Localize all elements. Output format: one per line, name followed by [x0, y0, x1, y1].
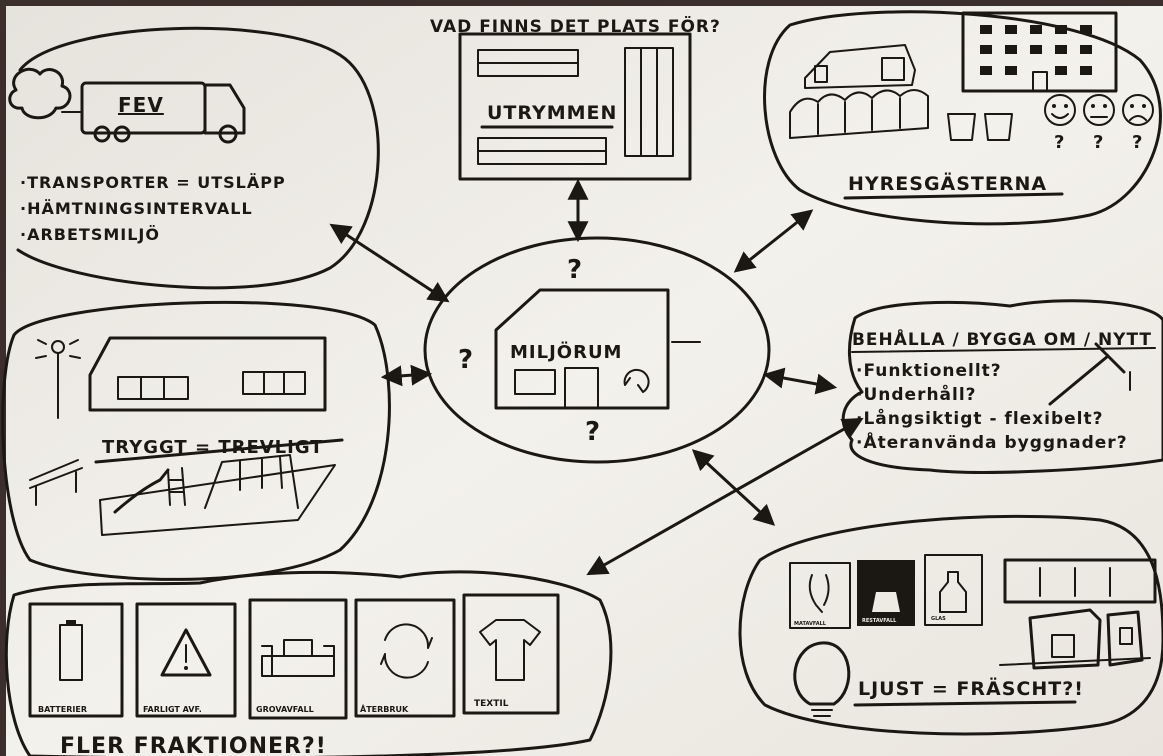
window-strip-icon — [1003, 558, 1157, 604]
arrow-center-keep — [762, 367, 838, 395]
waste-containers-icon — [789, 89, 929, 139]
exhaust-cloud-icon — [8, 67, 72, 120]
light-bulb-icon — [793, 641, 851, 717]
face-q-3: ? — [1132, 132, 1143, 153]
street-lamp-icon — [35, 339, 81, 419]
fev-item-2: ·HÄMTNINGSINTERVALL — [20, 199, 253, 218]
tenants-bubble: ? ? ? HYRESGÄSTERNA — [763, 10, 1162, 226]
fraction-bin-3: GROVAVFALL — [248, 598, 348, 720]
keep-build-item-3: ·Långsiktigt - flexibelt? — [856, 407, 1104, 429]
arrow-center-fev — [329, 223, 450, 303]
sad-face-icon — [1122, 94, 1154, 126]
recycle-icon — [623, 368, 650, 393]
fraction-bin-5: TEXTIL — [462, 593, 560, 715]
keep-build-item-1: ·Funktionellt? — [856, 361, 1002, 381]
fraction-bin-4: ÅTERBRUK — [354, 598, 456, 718]
center-bubble: ? ? ? MILJÖRUM — [423, 236, 771, 464]
tenants-label: HYRESGÄSTERNA — [848, 171, 1047, 195]
center-q-left: ? — [458, 345, 474, 375]
apartment-building-icon — [961, 11, 1118, 93]
light-bin-label-1: MATAVFALL — [794, 621, 827, 627]
bin-label-5: TEXTIL — [474, 699, 509, 709]
playground-swing-icon — [204, 454, 299, 509]
fraction-bin-1: BATTERIER — [28, 602, 124, 718]
center-label: MILJÖRUM — [510, 341, 622, 363]
bin-label-3: GROVAVFALL — [256, 705, 314, 714]
building-icon — [88, 336, 327, 412]
light-label: LJUST = FRÄSCHT?! — [858, 676, 1084, 700]
bin-label-1: BATTERIER — [38, 705, 87, 714]
fraction-bin-2: FARLIGT AVF. — [135, 602, 237, 718]
playground-ground — [99, 464, 336, 536]
center-q-top: ? — [567, 255, 583, 285]
light-bin-1: MATAVFALL — [789, 562, 851, 629]
keep-build-item-2: ·Underhåll? — [856, 383, 977, 405]
waste-room-building-icon — [494, 288, 670, 410]
truck-icon — [80, 81, 246, 144]
space-label: UTRYMMEN — [487, 102, 617, 124]
container-units-icon — [999, 608, 1151, 670]
fractions-cloud: BATTERIER FARLIGT AVF. GROVAVFALL ÅTERBR… — [4, 570, 613, 756]
truck-label: FEV — [118, 93, 164, 117]
light-bubble: MATAVFALL RESTAVFALL GLAS — [738, 514, 1163, 736]
connector-arrows — [329, 178, 864, 576]
neutral-face-icon — [1083, 94, 1115, 126]
arrow-center-tenants — [733, 209, 814, 273]
arrow-center-safety — [380, 364, 433, 387]
face-q-2: ? — [1093, 132, 1104, 153]
small-bins-icon — [947, 113, 1013, 141]
light-bin-label-2: RESTAVFALL — [862, 618, 897, 624]
fev-item-3: ·ARBETSMILJÖ — [20, 225, 160, 244]
happy-face-icon — [1044, 94, 1076, 126]
header-question: VAD FINNS DET PLATS FÖR? — [430, 15, 721, 37]
light-bin-label-3: GLAS — [931, 616, 946, 622]
arrow-keep-fractions — [586, 417, 864, 576]
playground-slide-icon — [113, 467, 186, 514]
bin-label-2: FARLIGT AVF. — [143, 705, 202, 714]
waste-shed-icon — [804, 44, 916, 89]
bench-icon — [29, 459, 83, 506]
fev-bubble: FEV ·TRANSPORTER = UTSLÄPP ·HÄMTNINGSINT… — [8, 26, 380, 290]
hammer-icon — [1048, 342, 1131, 406]
bin-label-4: ÅTERBRUK — [360, 704, 409, 714]
fev-item-1: ·TRANSPORTER = UTSLÄPP — [20, 173, 286, 192]
space-floorplan: UTRYMMEN — [458, 32, 692, 181]
face-q-1: ? — [1054, 132, 1065, 153]
keep-build-item-4: ·Återanvända byggnader? — [856, 430, 1128, 453]
light-bin-2: RESTAVFALL — [857, 560, 915, 626]
keep-build-title: BEHÅLLA / BYGGA OM / NYTT — [852, 327, 1152, 350]
light-bin-3: GLAS — [924, 554, 983, 626]
keep-build-bubble: BEHÅLLA / BYGGA OM / NYTT ·Funktionellt?… — [841, 299, 1163, 474]
safety-label: TRYGGT = TREVLIGT — [102, 437, 324, 458]
safety-bubble: TRYGGT = TREVLIGT — [1, 300, 391, 581]
center-q-bottom: ? — [585, 417, 601, 447]
fractions-label: FLER FRAKTIONER?! — [60, 734, 327, 756]
